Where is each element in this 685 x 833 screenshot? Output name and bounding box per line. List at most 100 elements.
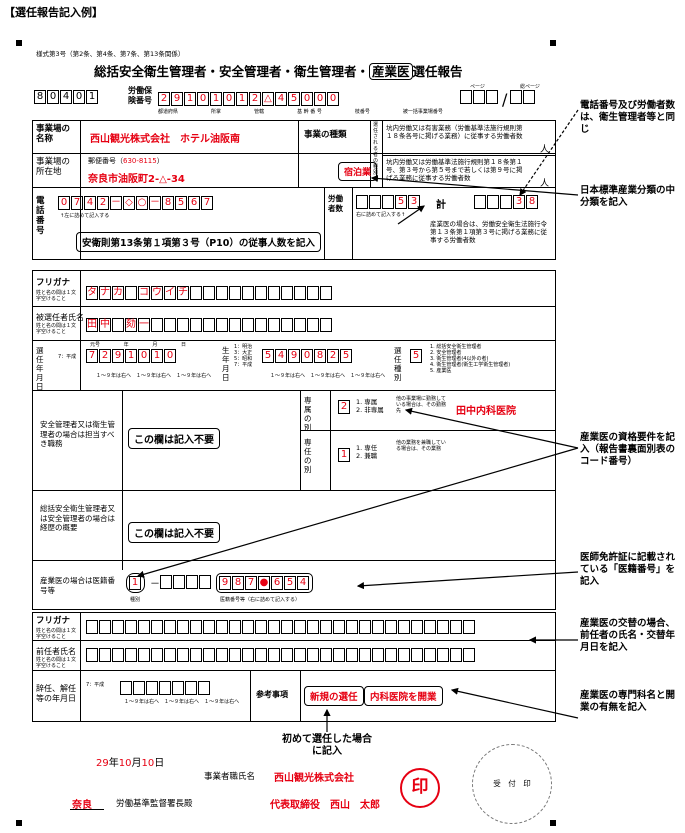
employer-representative[interactable]: 代表取締役 西山 太郎 bbox=[270, 800, 380, 811]
office-code-digit[interactable]: 0 bbox=[73, 90, 85, 104]
blank-cell[interactable] bbox=[229, 318, 241, 332]
blank-cell[interactable] bbox=[281, 620, 293, 634]
furigana-char[interactable]: イ bbox=[164, 286, 176, 300]
doctor-id-digit[interactable]: ● bbox=[258, 576, 270, 590]
birth-digit[interactable]: 8 bbox=[314, 349, 326, 363]
blank-cell[interactable] bbox=[151, 648, 163, 662]
furigana-value[interactable]: タナカコウイチ bbox=[86, 286, 333, 300]
workers-digit[interactable]: 3 bbox=[408, 195, 420, 209]
appointee-name[interactable]: 田中劾一 bbox=[86, 318, 333, 332]
insurance-digit[interactable]: 0 bbox=[314, 92, 326, 106]
blank-cell[interactable] bbox=[398, 648, 410, 662]
blank-cell[interactable] bbox=[411, 648, 423, 662]
blank-cell[interactable] bbox=[307, 318, 319, 332]
blank-cell[interactable] bbox=[385, 620, 397, 634]
blank-cell[interactable] bbox=[411, 620, 423, 634]
workers-digit[interactable] bbox=[369, 195, 381, 209]
blank-cell[interactable] bbox=[229, 648, 241, 662]
insurance-digit[interactable]: 5 bbox=[288, 92, 300, 106]
phone-digit[interactable]: 0 bbox=[58, 196, 70, 210]
blank-cell[interactable] bbox=[242, 286, 254, 300]
blank-cell[interactable] bbox=[437, 620, 449, 634]
insurance-digit[interactable]: 1 bbox=[184, 92, 196, 106]
blank-cell[interactable] bbox=[242, 620, 254, 634]
blank-cell[interactable] bbox=[190, 286, 202, 300]
phone-digit[interactable]: 7 bbox=[201, 196, 213, 210]
blank-cell[interactable] bbox=[216, 648, 228, 662]
insurance-digit[interactable]: 9 bbox=[171, 92, 183, 106]
name-char[interactable]: 田 bbox=[86, 318, 98, 332]
insurance-digit[interactable]: 4 bbox=[275, 92, 287, 106]
resign-date[interactable] bbox=[120, 681, 211, 695]
insurance-digit[interactable]: 2 bbox=[158, 92, 170, 106]
name-char[interactable]: 一 bbox=[138, 318, 150, 332]
name-char[interactable]: 劾 bbox=[125, 318, 137, 332]
blank-cell[interactable] bbox=[320, 648, 332, 662]
phone-digit[interactable]: 2 bbox=[97, 196, 109, 210]
blank-cell[interactable] bbox=[177, 648, 189, 662]
blank-cell[interactable] bbox=[133, 681, 145, 695]
blank-cell[interactable] bbox=[203, 286, 215, 300]
postal-value[interactable]: 630-8115 bbox=[123, 157, 157, 165]
doctor-id-digit[interactable]: 9 bbox=[219, 576, 231, 590]
insurance-digit[interactable]: 0 bbox=[327, 92, 339, 106]
appoint-digit[interactable]: 0 bbox=[138, 349, 150, 363]
name-char[interactable]: 中 bbox=[99, 318, 111, 332]
insurance-digit[interactable]: 1 bbox=[236, 92, 248, 106]
furigana-char[interactable]: ウ bbox=[151, 286, 163, 300]
other-affil-value[interactable]: 田中内科医院 bbox=[456, 406, 516, 417]
blank-cell[interactable] bbox=[229, 286, 241, 300]
blank-cell[interactable] bbox=[229, 620, 241, 634]
blank-cell[interactable] bbox=[463, 648, 475, 662]
birth-digit[interactable]: 5 bbox=[262, 349, 274, 363]
blank-cell[interactable] bbox=[320, 620, 332, 634]
blank-cell[interactable] bbox=[185, 681, 197, 695]
blank-cell[interactable] bbox=[151, 318, 163, 332]
blank-cell[interactable] bbox=[112, 648, 124, 662]
workplace-name[interactable]: 西山観光株式会社 ホテル油阪南 bbox=[90, 134, 240, 145]
birth-digit[interactable]: 9 bbox=[288, 349, 300, 363]
blank-cell[interactable] bbox=[125, 648, 137, 662]
blank-cell[interactable] bbox=[281, 318, 293, 332]
blank-cell[interactable] bbox=[172, 681, 184, 695]
specialty-value[interactable]: 2 bbox=[338, 400, 351, 414]
blank-cell[interactable] bbox=[86, 620, 98, 634]
business-type-value[interactable]: 宿泊業 bbox=[338, 162, 378, 181]
total-digit[interactable]: 3 bbox=[513, 195, 525, 209]
date-month[interactable]: 10 bbox=[118, 758, 132, 769]
blank-cell[interactable] bbox=[268, 620, 280, 634]
blank-cell[interactable] bbox=[281, 286, 293, 300]
blank-cell[interactable] bbox=[372, 648, 384, 662]
phone-digit[interactable]: 6 bbox=[188, 196, 200, 210]
appoint-digit[interactable]: 7 bbox=[86, 349, 98, 363]
phone-digit[interactable]: 7 bbox=[71, 196, 83, 210]
insurance-digit[interactable]: △ bbox=[262, 92, 274, 106]
blank-cell[interactable] bbox=[450, 648, 462, 662]
blank-cell[interactable] bbox=[281, 648, 293, 662]
phone-digit[interactable]: 8 bbox=[162, 196, 174, 210]
birth-digit[interactable]: 4 bbox=[275, 349, 287, 363]
blank-cell[interactable] bbox=[268, 286, 280, 300]
blank-cell[interactable] bbox=[203, 648, 215, 662]
office-code-digit[interactable]: 1 bbox=[86, 90, 98, 104]
office-code-digit[interactable]: 4 bbox=[60, 90, 72, 104]
appoint-digit[interactable]: 1 bbox=[125, 349, 137, 363]
blank-cell[interactable] bbox=[151, 620, 163, 634]
office-code-digit[interactable]: 8 bbox=[34, 90, 46, 104]
blank-cell[interactable] bbox=[255, 286, 267, 300]
employer-company[interactable]: 西山観光株式会社 bbox=[274, 773, 354, 784]
blank-cell[interactable] bbox=[242, 318, 254, 332]
remarks-2[interactable]: 内科医院を開業 bbox=[364, 686, 443, 706]
blank-cell[interactable] bbox=[146, 681, 158, 695]
blank-cell[interactable] bbox=[138, 620, 150, 634]
phone-digit[interactable]: － bbox=[110, 196, 122, 210]
blank-cell[interactable] bbox=[268, 648, 280, 662]
blank-cell[interactable] bbox=[255, 318, 267, 332]
date-day[interactable]: 10 bbox=[141, 758, 155, 769]
blank-cell[interactable] bbox=[437, 648, 449, 662]
blank-cell[interactable] bbox=[294, 318, 306, 332]
